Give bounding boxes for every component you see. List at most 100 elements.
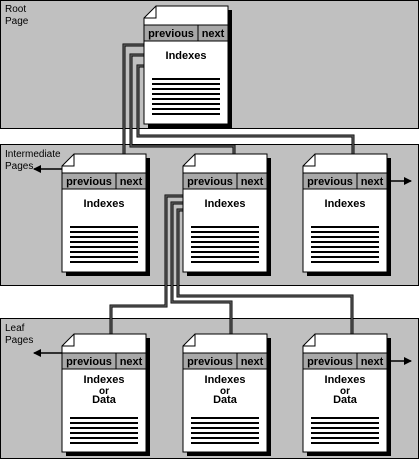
page-ruled-line [191,437,259,439]
level-label-leaf-line-2: Pages [5,335,34,346]
page-header [61,352,147,370]
page-content-line: Indexes [325,198,366,210]
page-ruled-line [191,442,259,444]
page-ruled-line [191,236,259,238]
page-ruled-line [191,226,259,228]
page-content-line: Indexes [84,374,125,386]
page-content-line: Indexes [205,374,246,386]
page-fold [144,6,157,19]
connector-root-to-intermediate-3 [137,65,357,165]
page-ruled-line [152,93,220,95]
page-header-next: next [361,176,384,188]
page-ruled-line [311,417,379,419]
page-ruled-line [152,78,220,80]
page-content-line: Indexes [325,374,366,386]
page-body [61,153,147,273]
page-header [182,352,268,370]
page-header-next: next [120,356,143,368]
page-body [182,153,268,273]
page-ruled-line [311,246,379,248]
page-ruled-line [191,256,259,258]
page-header-previous: previous [187,176,233,188]
page-header-previous: previous [66,176,112,188]
page-ruled-line [311,442,379,444]
page-ruled-line [152,108,220,110]
page-content-line: Indexes [166,50,207,62]
page-header-previous: previous [307,356,353,368]
page-ruled-line [311,427,379,429]
page-body [302,153,388,273]
connector-intermediate-to-leaf-2 [171,202,235,345]
page-content-line: or [99,386,109,397]
page-content-line: Indexes [84,198,125,210]
page-ruled-line [70,236,138,238]
page-header-previous: previous [148,28,194,40]
page-fold [183,154,196,167]
page-ruled-line [311,236,379,238]
page-ruled-line [152,98,220,100]
page-content-line: Data [213,394,238,406]
page-header-previous: previous [66,356,112,368]
page-ruled-line [191,241,259,243]
page-ruled-line [152,83,220,85]
connector-intermediate-to-leaf-3 [177,209,356,345]
page-ruled-line [311,437,379,439]
page-content-line: Indexes [205,198,246,210]
page-ruled-line [311,251,379,253]
page-ruled-line [70,256,138,258]
page-ruled-line [152,113,220,115]
page-ruled-line [152,103,220,105]
connectors [33,43,412,365]
level-label-intermediate-line-1: Intermediate [5,149,61,160]
page-fold [303,334,316,347]
page-fold [62,154,75,167]
page-header [61,172,147,190]
page-ruled-line [70,432,138,434]
page-fold [62,334,75,347]
page-ruled-line [70,422,138,424]
page-ruled-line [311,256,379,258]
page-ruled-line [311,432,379,434]
page-content-line: or [220,386,230,397]
page-ruled-line [191,251,259,253]
page-ruled-line [70,241,138,243]
page-header-previous: previous [307,176,353,188]
page-ruled-line [70,442,138,444]
page-ruled-line [191,246,259,248]
page-ruled-line [70,251,138,253]
page-header-next: next [202,28,225,40]
page-ruled-line [311,422,379,424]
page-ruled-line [191,422,259,424]
level-label-intermediate: Intermediate Pages [5,149,61,173]
page-ruled-line [152,88,220,90]
page-ruled-line [70,417,138,419]
page-header [302,172,388,190]
page-ruled-line [70,226,138,228]
page-ruled-line [70,437,138,439]
page-content-line: Data [92,394,117,406]
page-ruled-line [311,241,379,243]
page-fold [303,154,316,167]
level-label-root: Root Page [5,4,28,28]
page-ruled-line [311,261,379,263]
page-ruled-line [70,261,138,263]
level-label-leaf-line-1: Leaf [5,323,25,334]
page-ruled-line [70,246,138,248]
page-header [182,172,268,190]
page-header-next: next [241,356,264,368]
page-header-next: next [361,356,384,368]
page-header-next: next [241,176,264,188]
level-label-root-line-2: Page [5,16,29,27]
page-ruled-line [70,427,138,429]
page-ruled-line [70,231,138,233]
connector-root-to-intermediate-2 [130,54,238,165]
page-ruled-line [191,261,259,263]
level-label-leaf: Leaf Pages [5,323,33,347]
